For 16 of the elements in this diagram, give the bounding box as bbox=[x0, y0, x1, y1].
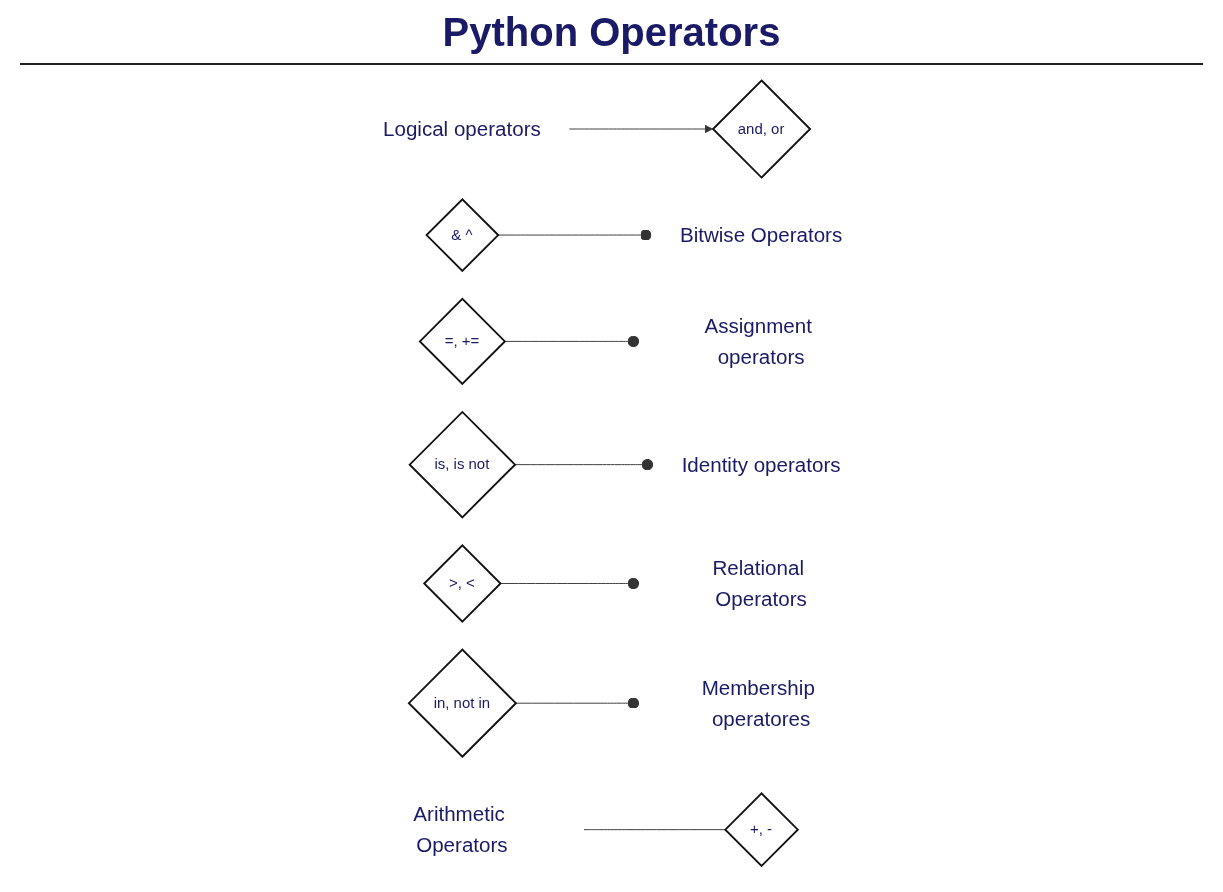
node-text: Identity operators bbox=[681, 452, 841, 477]
node-diamond: +, - bbox=[723, 792, 800, 868]
node-text: Relational Operators bbox=[712, 556, 807, 611]
diagram-title: Python Operators bbox=[20, 10, 1203, 65]
node-text: Membership operatores bbox=[701, 676, 815, 731]
node-text: Logical operators bbox=[383, 117, 541, 141]
connector bbox=[583, 829, 726, 831]
node-diamond: in, not in bbox=[407, 648, 518, 759]
node-diamond: =, += bbox=[418, 297, 507, 386]
node-diamond: >, < bbox=[422, 544, 502, 623]
node-text: Bitwise Operators bbox=[679, 223, 843, 247]
node-diamond: and, or bbox=[711, 79, 812, 179]
node-text: Assignment operators bbox=[704, 314, 812, 369]
node-text: Arithmetic Operators bbox=[413, 802, 508, 857]
node-diamond: & ^ bbox=[425, 197, 500, 273]
node-diamond: is, is not bbox=[408, 410, 517, 519]
